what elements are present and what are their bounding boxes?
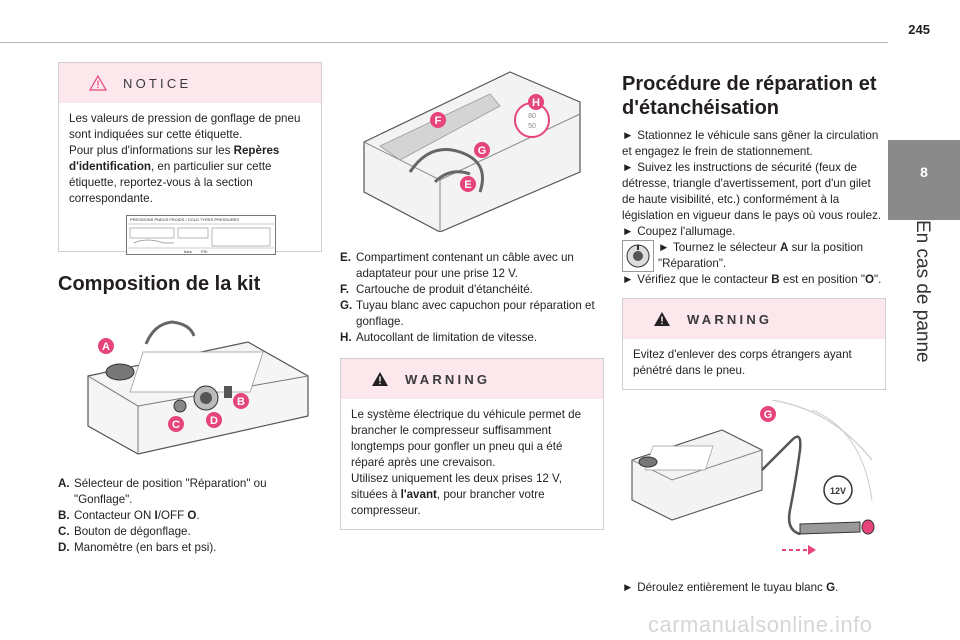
page-number: 245 bbox=[908, 22, 930, 37]
step-2: ► Suivez les instructions de sécurité (f… bbox=[622, 161, 882, 222]
callout-h bbox=[528, 94, 544, 110]
cartridge-legend: E.Compartiment contenant un câble avec u… bbox=[340, 250, 604, 346]
callout-g bbox=[760, 406, 776, 422]
warning-triangle-icon bbox=[372, 372, 388, 386]
callout-g bbox=[474, 142, 490, 158]
callout-b bbox=[233, 393, 249, 409]
tyre-pressure-label-illustration: PRESSIONS PNEUS FROIDS / COLD TYRES PRES… bbox=[126, 215, 276, 255]
warning-2-header: WARNING bbox=[623, 299, 885, 339]
svg-text:E: E bbox=[464, 179, 471, 191]
svg-text:C: C bbox=[172, 419, 180, 431]
svg-text:G: G bbox=[478, 145, 487, 157]
warning-1-paragraph-1: Le système électrique du véhicule permet… bbox=[351, 408, 582, 469]
step-4: ► Tournez le sélecteur A sur la position… bbox=[622, 240, 886, 272]
callout-a bbox=[98, 338, 114, 354]
chapter-title: En cas de panne bbox=[912, 220, 933, 363]
svg-text:H: H bbox=[532, 97, 540, 109]
warning-1-paragraph-2: Utilisez uniquement les deux prises 12 V… bbox=[351, 472, 562, 517]
kit-legend-b: B.Contacteur ON I/OFF O. bbox=[58, 509, 200, 522]
kit-legend: A.Sélecteur de position "Réparation" ou … bbox=[58, 476, 322, 556]
hose-connection-illustration: 12V G bbox=[622, 400, 886, 570]
column-1: NOTICE Les valeurs de pression de gonfla… bbox=[58, 62, 322, 556]
kit-callouts: A B C D bbox=[98, 338, 249, 432]
callout-e bbox=[460, 176, 476, 192]
warning-2-paragraph: Evitez d'enlever des corps étrangers aya… bbox=[633, 348, 852, 377]
cartridge-legend-g: G.Tuyau blanc avec capuchon pour réparat… bbox=[340, 299, 595, 328]
cartridge-legend-f: F.Cartouche de produit d'étanchéité. bbox=[340, 283, 533, 296]
warning-triangle-outline-icon bbox=[89, 75, 107, 91]
selector-dial-icon bbox=[622, 240, 654, 272]
kit-legend-a: A.Sélecteur de position "Réparation" ou … bbox=[58, 477, 267, 506]
kit-heading: Composition de la kit bbox=[58, 273, 261, 295]
compressor-kit-illustration: A B C D bbox=[58, 306, 322, 466]
warning-1-title: WARNING bbox=[405, 371, 491, 387]
cartridge-legend-e: E.Compartiment contenant un câble avec u… bbox=[340, 251, 574, 280]
svg-text:G: G bbox=[764, 409, 773, 421]
callout-c bbox=[168, 416, 184, 432]
chapter-number: 8 bbox=[920, 164, 928, 180]
cartridge-legend-h: H.Autocollant de limitation de vitesse. bbox=[340, 331, 538, 344]
top-rule bbox=[0, 42, 888, 43]
notice-title: NOTICE bbox=[123, 75, 192, 91]
pressure-label-text: PRESSIONS PNEUS FROIDS / COLD TYRES PRES… bbox=[130, 217, 239, 222]
step-1: ► Stationnez le véhicule sans gêner la c… bbox=[622, 129, 879, 158]
kit-legend-d: D.Manomètre (en bars et psi). bbox=[58, 541, 217, 554]
notice-body: Les valeurs de pression de gonflage de p… bbox=[59, 103, 321, 265]
svg-text:D: D bbox=[210, 415, 218, 427]
socket-label: 12V bbox=[830, 486, 846, 496]
warning-1-body: Le système électrique du véhicule permet… bbox=[341, 399, 603, 529]
svg-text:F: F bbox=[435, 115, 442, 127]
callout-f bbox=[430, 112, 446, 128]
warning-box-1: WARNING Le système électrique du véhicul… bbox=[340, 358, 604, 530]
step-5: ► Vérifiez que le contacteur B est en po… bbox=[622, 273, 882, 286]
warning-triangle-icon bbox=[654, 312, 670, 326]
speed-limit-bottom: 50 bbox=[528, 123, 536, 130]
watermark: carmanualsonline.info bbox=[648, 612, 873, 637]
sealant-cartridge-illustration: 80 50 F G E H bbox=[340, 62, 604, 232]
pressure-label-psi: PSI bbox=[201, 249, 207, 254]
cartridge-callouts: F G E H bbox=[430, 94, 544, 192]
procedure-heading: Procédure de réparation et d'étanchéisat… bbox=[622, 73, 877, 119]
column-3: Procédure de réparation et d'étanchéisat… bbox=[622, 62, 886, 596]
warning-box-2: WARNING Evitez d'enlever des corps étran… bbox=[622, 298, 886, 390]
procedure-steps: ► Stationnez le véhicule sans gêner la c… bbox=[622, 128, 886, 288]
notice-paragraph-2: Pour plus d'informations sur les Repères… bbox=[69, 144, 280, 205]
pressure-label-unit: bars bbox=[184, 249, 192, 254]
chapter-tab: 8 bbox=[888, 140, 960, 220]
warning-1-header: WARNING bbox=[341, 359, 603, 399]
notice-header: NOTICE bbox=[59, 63, 321, 103]
column-2: 80 50 F G E H E.Compartiment contenant u… bbox=[340, 62, 604, 530]
kit-legend-c: C.Bouton de dégonflage. bbox=[58, 525, 191, 538]
warning-2-body: Evitez d'enlever des corps étrangers aya… bbox=[623, 339, 885, 389]
warning-2-title: WARNING bbox=[687, 311, 773, 327]
speed-limit-top: 80 bbox=[528, 113, 536, 120]
callout-d bbox=[206, 412, 222, 428]
svg-text:A: A bbox=[102, 341, 110, 353]
svg-text:B: B bbox=[237, 396, 245, 408]
step-3: ► Coupez l'allumage. bbox=[622, 225, 736, 238]
notice-paragraph-1: Les valeurs de pression de gonflage de p… bbox=[69, 112, 301, 141]
step-6: ► Déroulez entièrement le tuyau blanc G. bbox=[622, 581, 839, 594]
notice-box: NOTICE Les valeurs de pression de gonfla… bbox=[58, 62, 322, 255]
